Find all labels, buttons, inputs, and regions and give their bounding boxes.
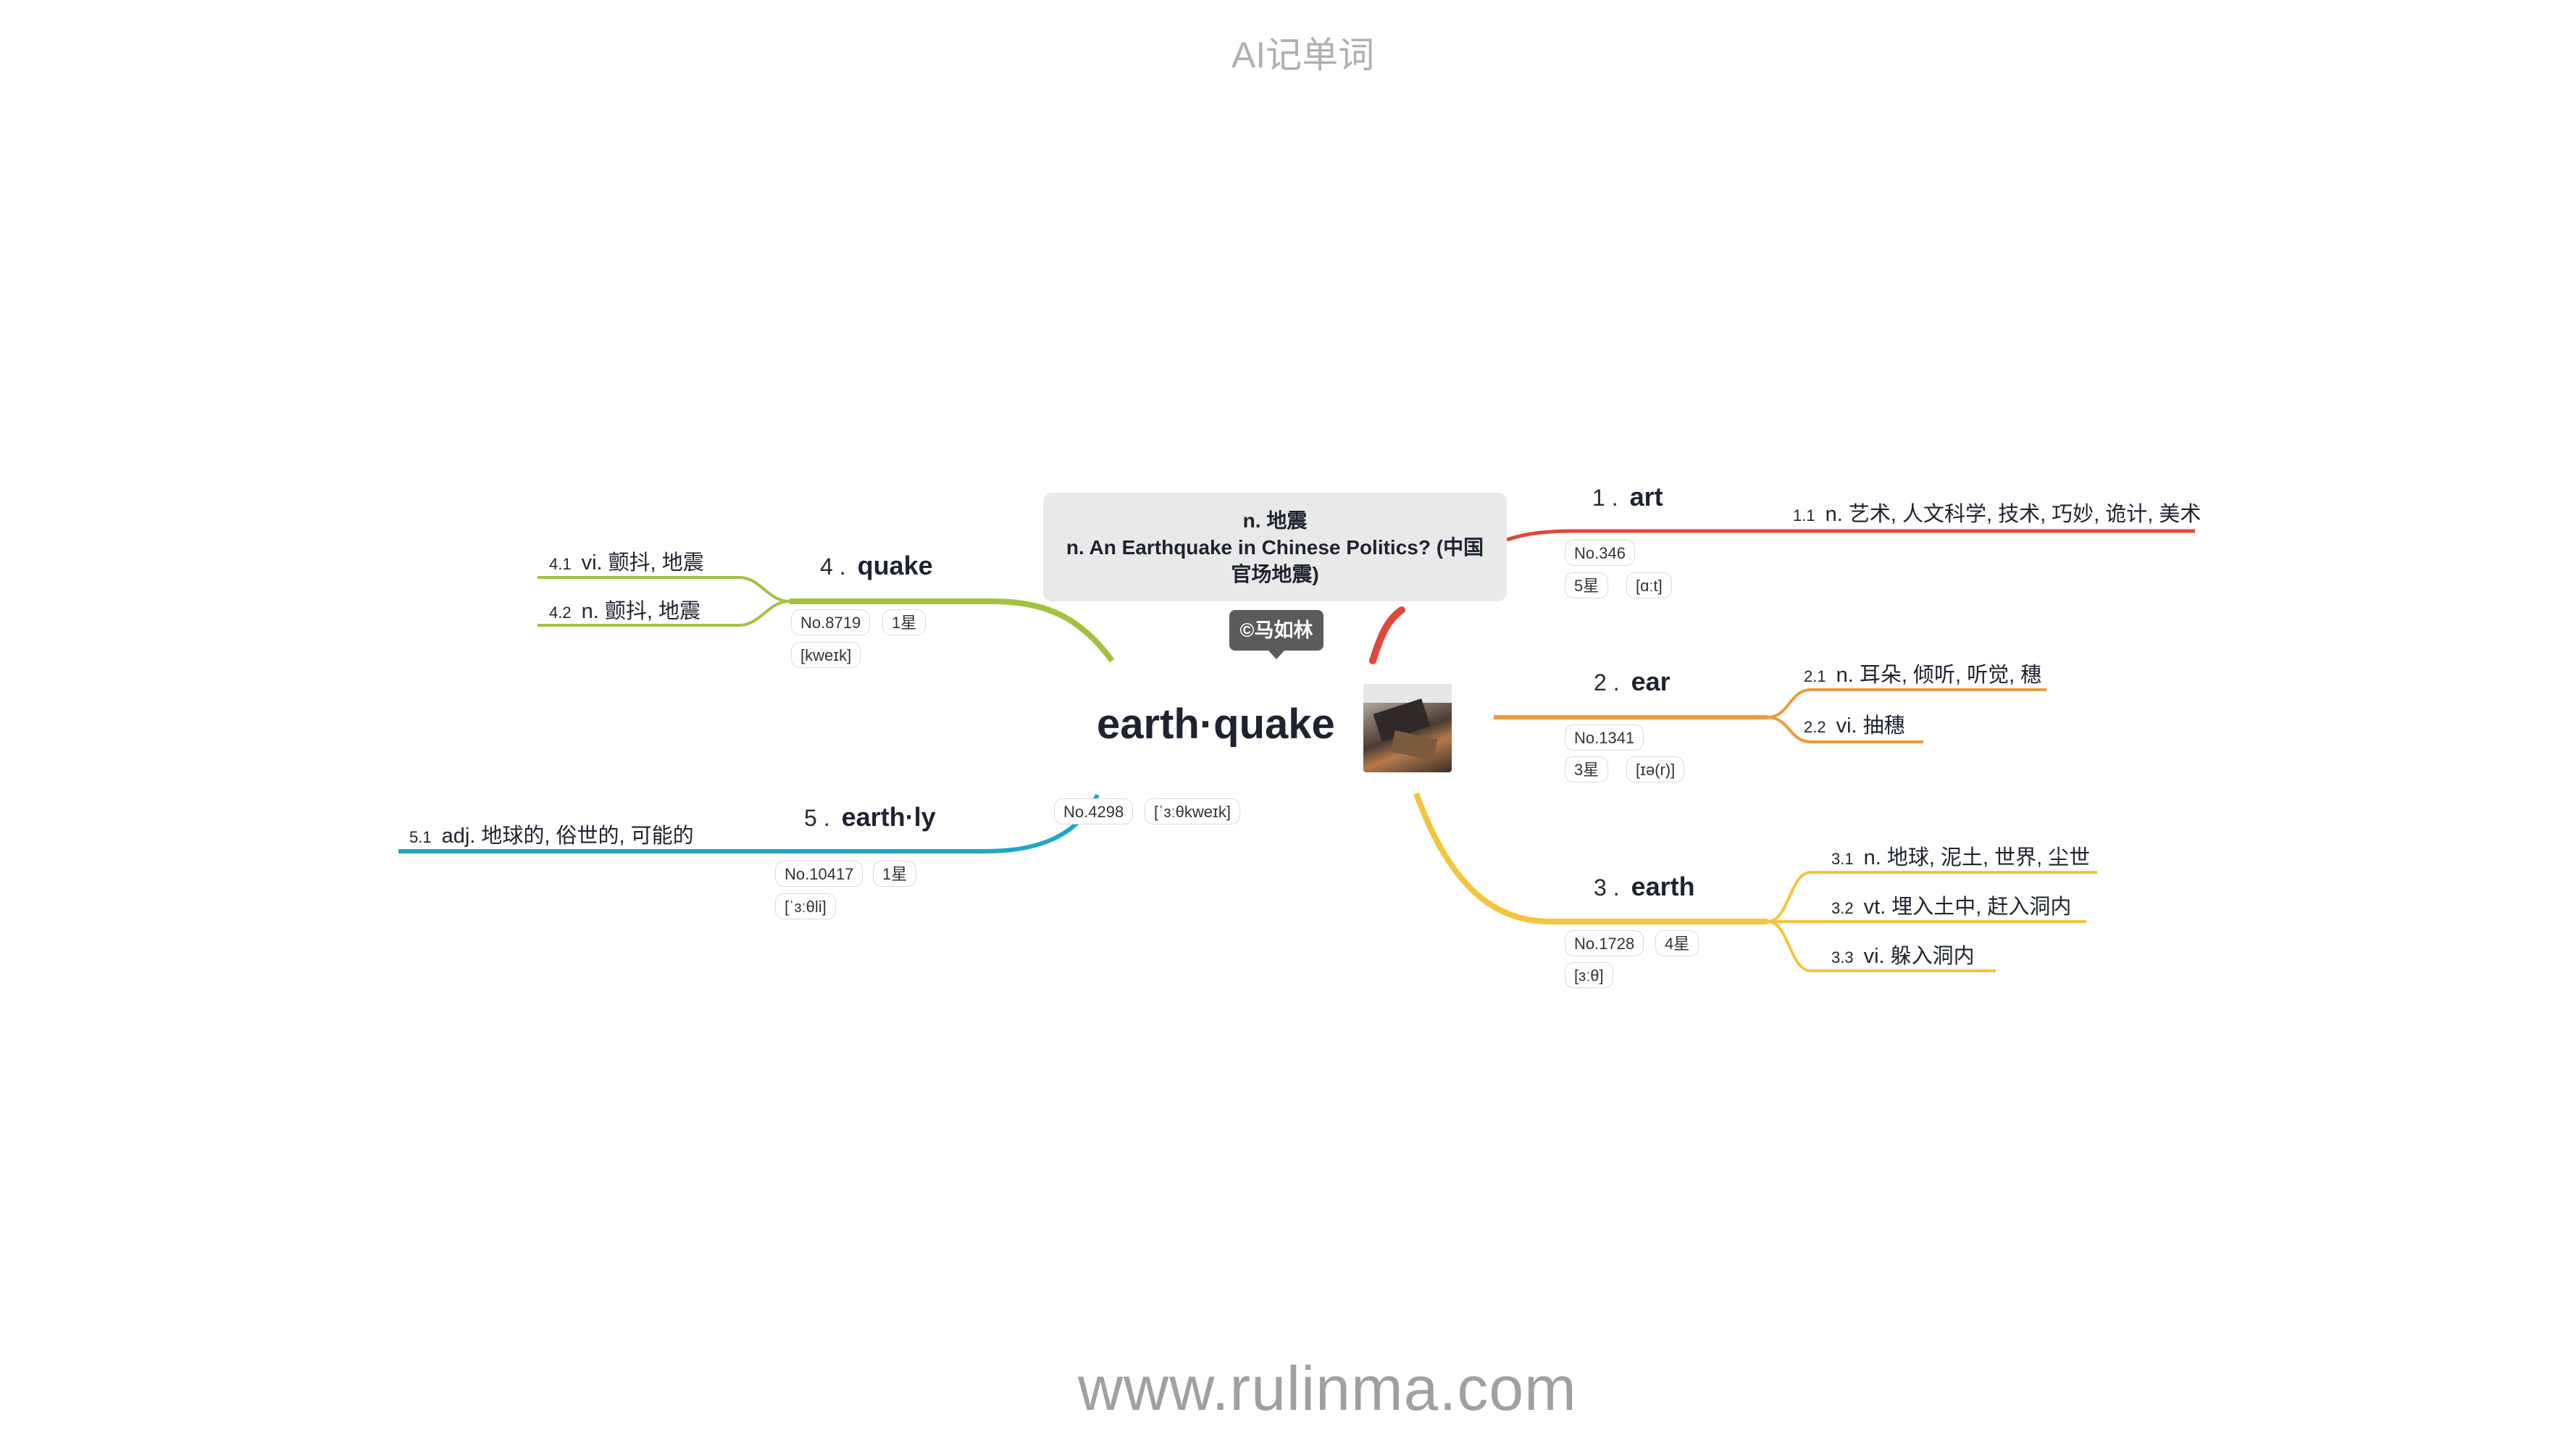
- stars-tag: 1星: [873, 861, 917, 887]
- definition-line: n. An Earthquake in Chinese Politics? (中…: [1066, 536, 1484, 559]
- rank-tag: No.10417: [775, 861, 863, 887]
- footer-site: www.rulinma.com: [1078, 1354, 1577, 1424]
- phonetic-tag: [kweɪk]: [791, 642, 861, 668]
- branch-word-earth[interactable]: 3 .earth: [1594, 872, 1695, 901]
- connector-earth-sense-3: [1767, 920, 1996, 972]
- stars-tag: 4星: [1655, 930, 1699, 956]
- rank-tag: No.1728: [1565, 930, 1644, 956]
- definition-line: n. 地震: [1242, 509, 1308, 532]
- stars-tag: 5星: [1565, 572, 1609, 598]
- connector-ear-sense-1: [1767, 688, 2046, 719]
- definition-line: 官场地震): [1231, 563, 1319, 585]
- rank-tag: No.1341: [1565, 724, 1644, 751]
- connector-quake-sense-2: [538, 600, 790, 627]
- definition-callout: n. 地震 n. An Earthquake in Chinese Politi…: [1043, 493, 1507, 601]
- phonetic-tag: [ɜːθ]: [1565, 962, 1613, 988]
- rank-tag: No.8719: [791, 609, 871, 635]
- connector-quake: [790, 598, 1115, 663]
- connector-earth-sense-1: [1767, 871, 2097, 923]
- rank-tag: No.346: [1565, 540, 1635, 566]
- rank-tag: No.4298: [1054, 798, 1134, 824]
- connector-art: [1369, 606, 1405, 664]
- connector-quake-sense-1: [538, 576, 790, 603]
- phonetic-tag: [ɪə(r)]: [1626, 756, 1685, 782]
- branch-word-quake[interactable]: 4 .quake: [820, 551, 933, 580]
- phonetic-tag: [ˈɜːθli]: [775, 893, 836, 919]
- phonetic-tag: [ɑːt]: [1626, 572, 1672, 598]
- phonetic-tag: [ˈɜːθkweɪk]: [1145, 798, 1240, 824]
- connector-art-line: [1506, 529, 2195, 542]
- branch-word-earthly[interactable]: 5 .earth·ly: [804, 802, 936, 832]
- author-badge: ©马如林: [1229, 610, 1323, 659]
- branch-word-art[interactable]: 1 .art: [1592, 482, 1663, 511]
- connector-earth: [1413, 792, 1768, 924]
- earthquake-photo: [1363, 684, 1452, 772]
- app-title: AI记单词: [1231, 35, 1375, 75]
- connector-ear-sense-2: [1767, 716, 1923, 743]
- stars-tag: 3星: [1565, 756, 1609, 782]
- central-word[interactable]: earth·quake: [1097, 701, 1335, 748]
- branch-word-ear[interactable]: 2 .ear: [1594, 667, 1670, 696]
- stars-tag: 1星: [882, 609, 927, 635]
